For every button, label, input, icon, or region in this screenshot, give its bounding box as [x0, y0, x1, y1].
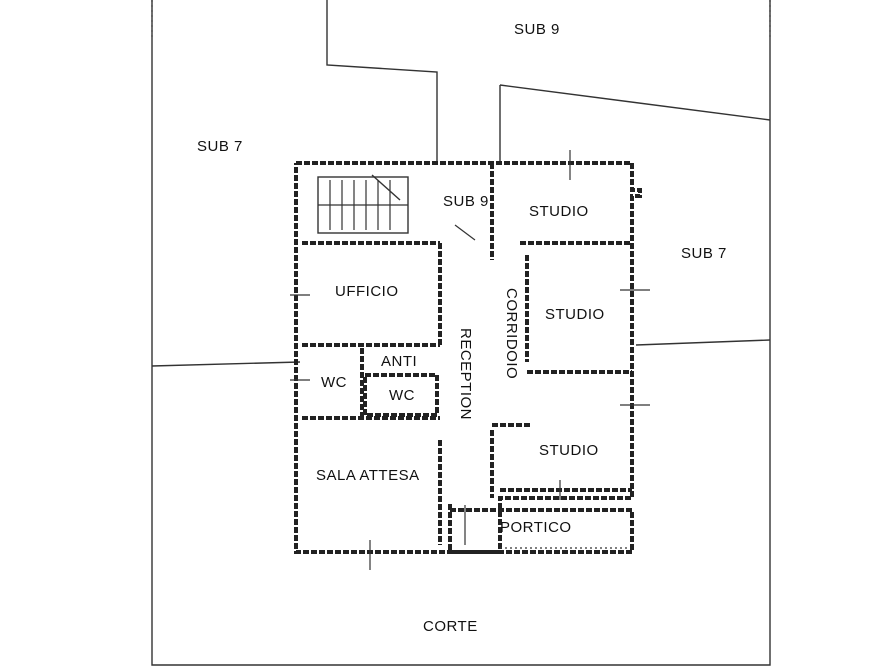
room-label-sala-attesa: SALA ATTESA	[316, 467, 420, 484]
labels: SUB 9 SUB 7 SUB 7 CORTE SUB 9 STUDIO UFF…	[197, 21, 727, 635]
room-label-ufficio: UFFICIO	[335, 283, 399, 300]
room-label-portico: PORTICO	[500, 519, 572, 536]
room-label-sub9: SUB 9	[443, 193, 489, 210]
property-boundaries	[151, 0, 771, 666]
room-label-anti: ANTI	[381, 353, 417, 370]
room-label-studio-2: STUDIO	[545, 306, 605, 323]
area-label-sub9-top: SUB 9	[514, 21, 560, 38]
openings	[290, 150, 650, 570]
room-label-wc-1: WC	[321, 374, 347, 391]
area-label-sub7-left: SUB 7	[197, 138, 243, 155]
interior-walls	[302, 163, 632, 545]
room-label-reception: RECEPTION	[457, 328, 474, 420]
area-label-sub7-right: SUB 7	[681, 245, 727, 262]
room-label-corridoio: CORRIDOIO	[503, 288, 520, 379]
area-label-corte: CORTE	[423, 618, 478, 635]
building-outline	[294, 161, 642, 554]
room-label-studio-1: STUDIO	[529, 203, 589, 220]
room-label-studio-3: STUDIO	[539, 442, 599, 459]
room-label-wc-2: WC	[389, 387, 415, 404]
